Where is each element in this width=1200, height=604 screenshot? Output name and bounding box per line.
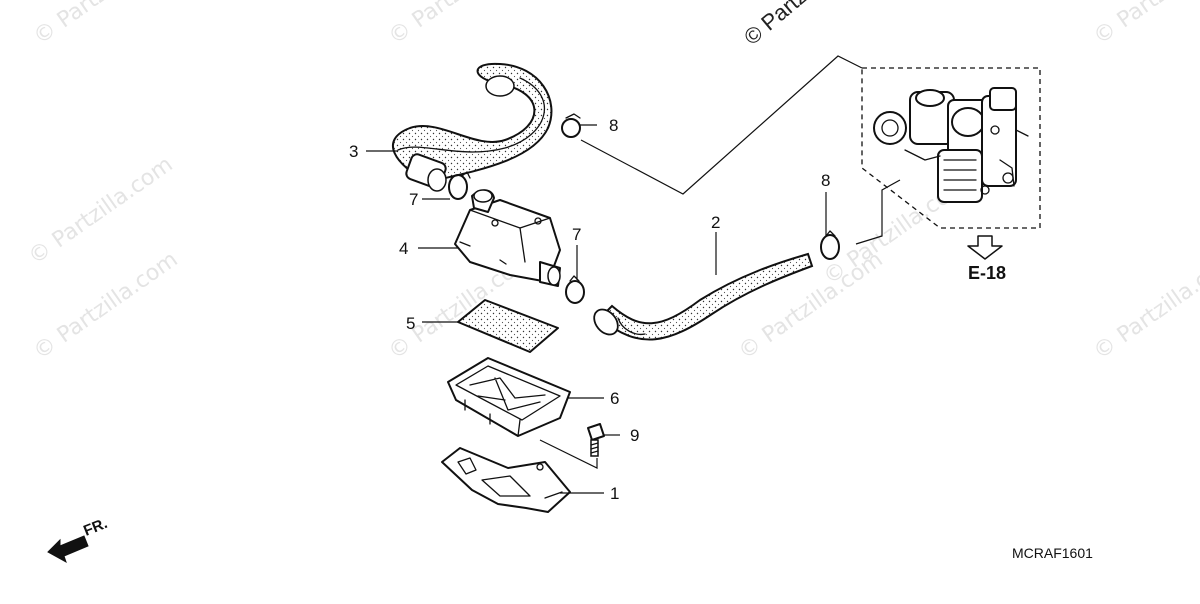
front-arrow-icon xyxy=(47,535,89,564)
filter-part-5 xyxy=(457,299,559,353)
callout-2: 2 xyxy=(711,213,720,232)
air-valve-part-4 xyxy=(454,189,561,287)
callout-1: 1 xyxy=(610,484,619,503)
bolt-part-9 xyxy=(587,423,605,457)
reference-arrow-icon xyxy=(967,235,1003,260)
callout-9: 9 xyxy=(630,426,639,445)
drawing-code: MCRAF1601 xyxy=(1012,545,1093,561)
callout-3: 3 xyxy=(349,142,358,161)
carburetor-assembly xyxy=(861,67,1041,229)
hose-lower-part-2 xyxy=(593,252,814,341)
watermark-dark: © Partzilla.com xyxy=(739,0,869,50)
callout-4: 4 xyxy=(399,239,408,258)
front-direction-indicator: FR. xyxy=(47,515,110,564)
callout-6: 6 xyxy=(610,389,619,408)
clip-part-7-right xyxy=(565,275,585,304)
watermark: © Partzilla.com xyxy=(1089,0,1200,50)
bracket-part-1 xyxy=(441,447,571,513)
watermark: © Partzilla.com xyxy=(384,0,537,50)
watermark: © Partzilla.com xyxy=(24,152,177,270)
leader-lines xyxy=(366,55,901,494)
clip-part-8-lower xyxy=(820,230,840,260)
clip-part-8-upper xyxy=(561,113,581,138)
clip-part-7-left xyxy=(448,171,471,200)
reference-label: E-18 xyxy=(968,263,1006,283)
cover-part-6 xyxy=(447,357,571,437)
watermark: © Partzilla.com xyxy=(1089,247,1200,365)
front-label: FR. xyxy=(81,515,110,540)
watermark: © Partzilla.com xyxy=(29,0,182,50)
callout-8-lower: 8 xyxy=(821,171,830,190)
callout-7-left: 7 xyxy=(409,190,418,209)
callout-5: 5 xyxy=(406,314,415,333)
watermark: © Partzilla.com xyxy=(29,247,182,365)
callout-7-right: 7 xyxy=(572,225,581,244)
callout-8-upper: 8 xyxy=(609,116,618,135)
hose-upper-part-3 xyxy=(391,62,553,192)
